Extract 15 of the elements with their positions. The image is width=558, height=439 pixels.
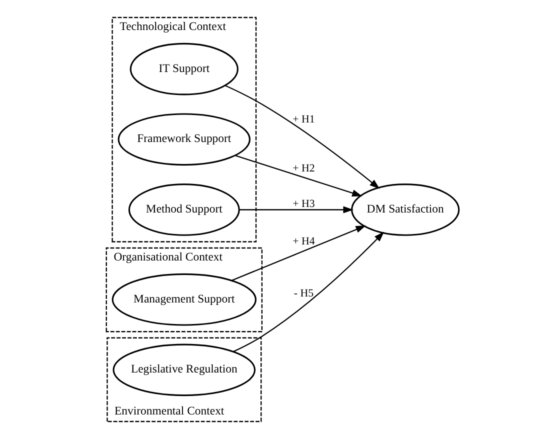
edge-label: + H4 bbox=[292, 235, 314, 248]
node-ellipse: Management Support bbox=[111, 273, 256, 326]
arrow bbox=[234, 154, 362, 196]
arrow bbox=[238, 206, 353, 214]
arrow bbox=[224, 84, 380, 189]
edge-label: - H5 bbox=[293, 288, 314, 300]
edge-label: + H1 bbox=[292, 113, 314, 126]
arrow bbox=[232, 232, 384, 352]
node-ellipse: Method Support bbox=[128, 184, 240, 236]
edge-label: + H3 bbox=[292, 198, 314, 210]
node-ellipse: IT Support bbox=[129, 42, 238, 96]
edge-label: + H2 bbox=[292, 162, 314, 175]
node-ellipse: Legislative Regulation bbox=[112, 344, 256, 396]
arrow bbox=[230, 226, 366, 282]
node-ellipse: Framework Support bbox=[117, 113, 250, 166]
